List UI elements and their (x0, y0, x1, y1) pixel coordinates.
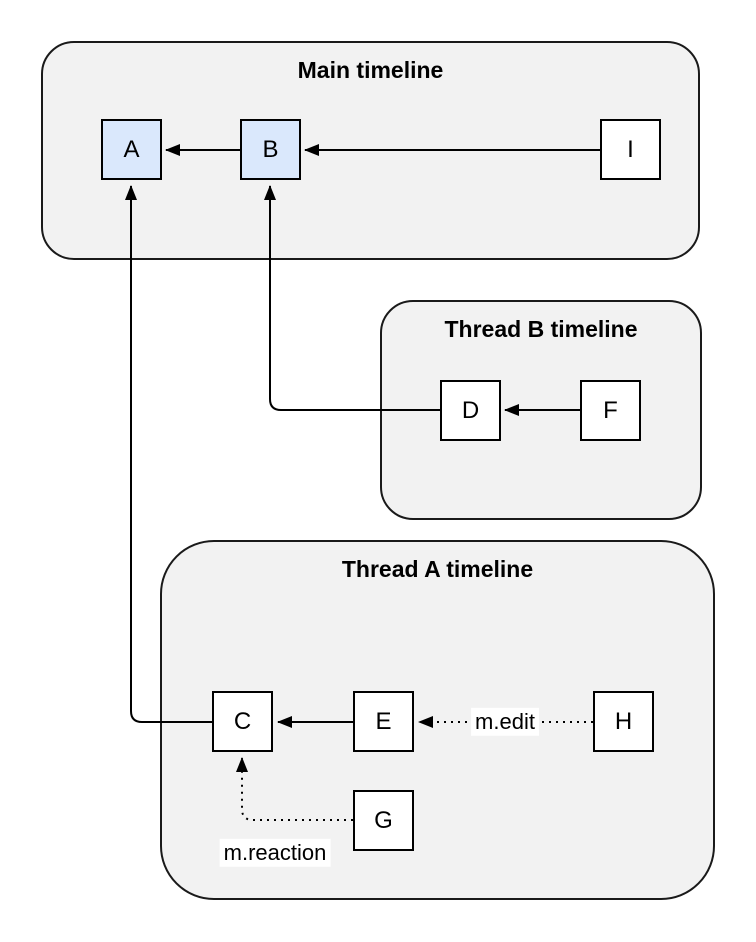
node-g: G (353, 790, 414, 851)
thread-a-timeline-title: Thread A timeline (341, 556, 534, 582)
node-d: D (440, 380, 501, 441)
node-e: E (353, 691, 414, 752)
thread-b-timeline-title: Thread B timeline (444, 316, 638, 342)
node-f: F (580, 380, 641, 441)
edge-label-m-reaction: m.reaction (219, 838, 331, 868)
edge-label-m-edit: m.edit (471, 707, 539, 737)
node-c: C (212, 691, 273, 752)
main-timeline-title: Main timeline (297, 57, 444, 83)
node-i: I (600, 119, 661, 180)
thread-b-timeline-container: Thread B timeline (380, 300, 702, 520)
node-a: A (101, 119, 162, 180)
node-b: B (240, 119, 301, 180)
node-h: H (593, 691, 654, 752)
